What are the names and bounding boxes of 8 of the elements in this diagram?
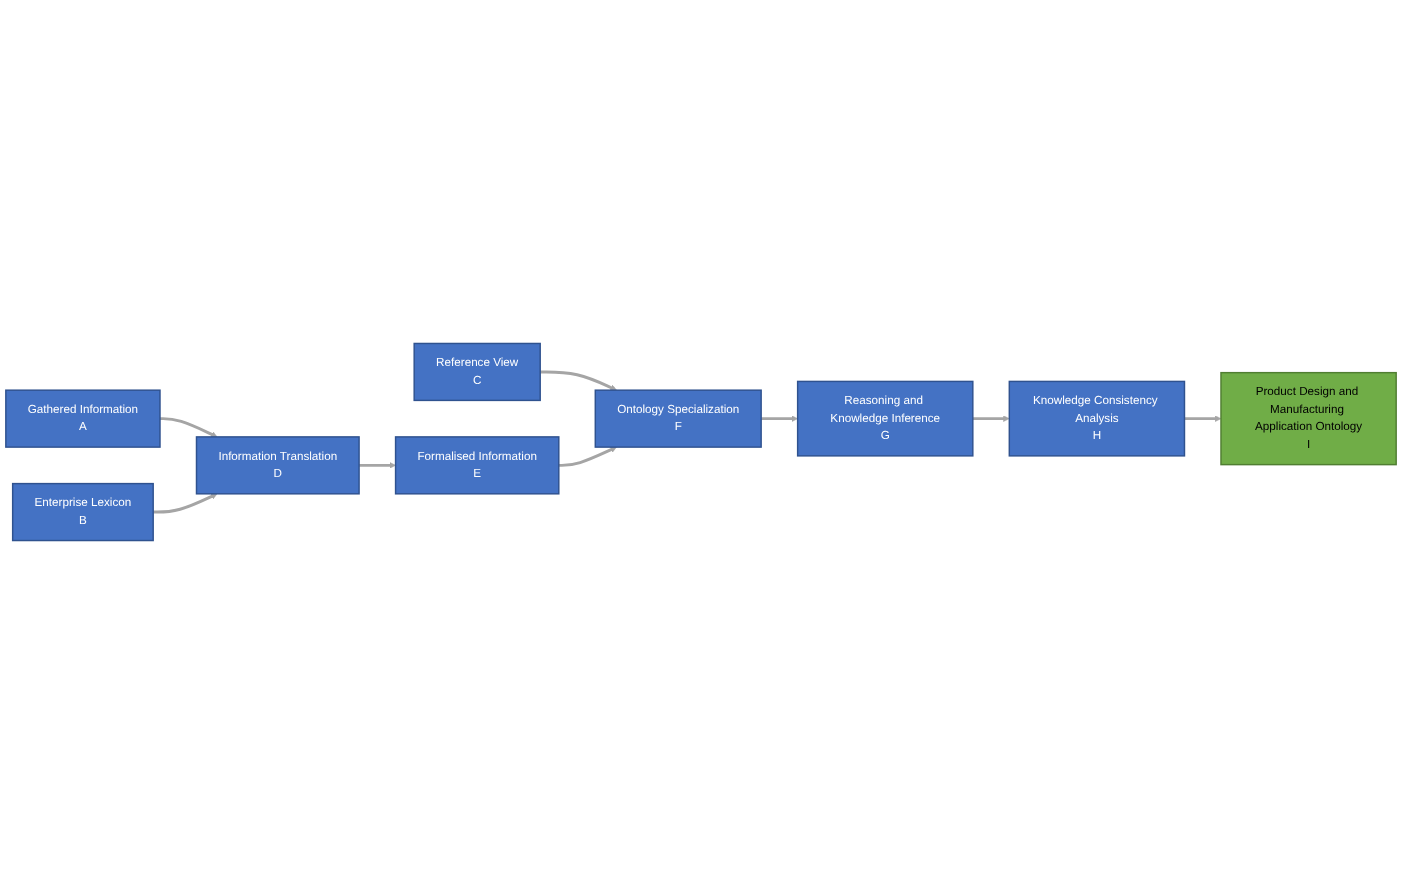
arrow xyxy=(972,415,1010,422)
arrow xyxy=(558,446,617,467)
arrow xyxy=(540,370,617,391)
arrow xyxy=(359,462,396,469)
arrow xyxy=(761,415,798,422)
arrow xyxy=(153,493,218,514)
arrow xyxy=(160,417,218,438)
arrow xyxy=(1184,415,1222,422)
